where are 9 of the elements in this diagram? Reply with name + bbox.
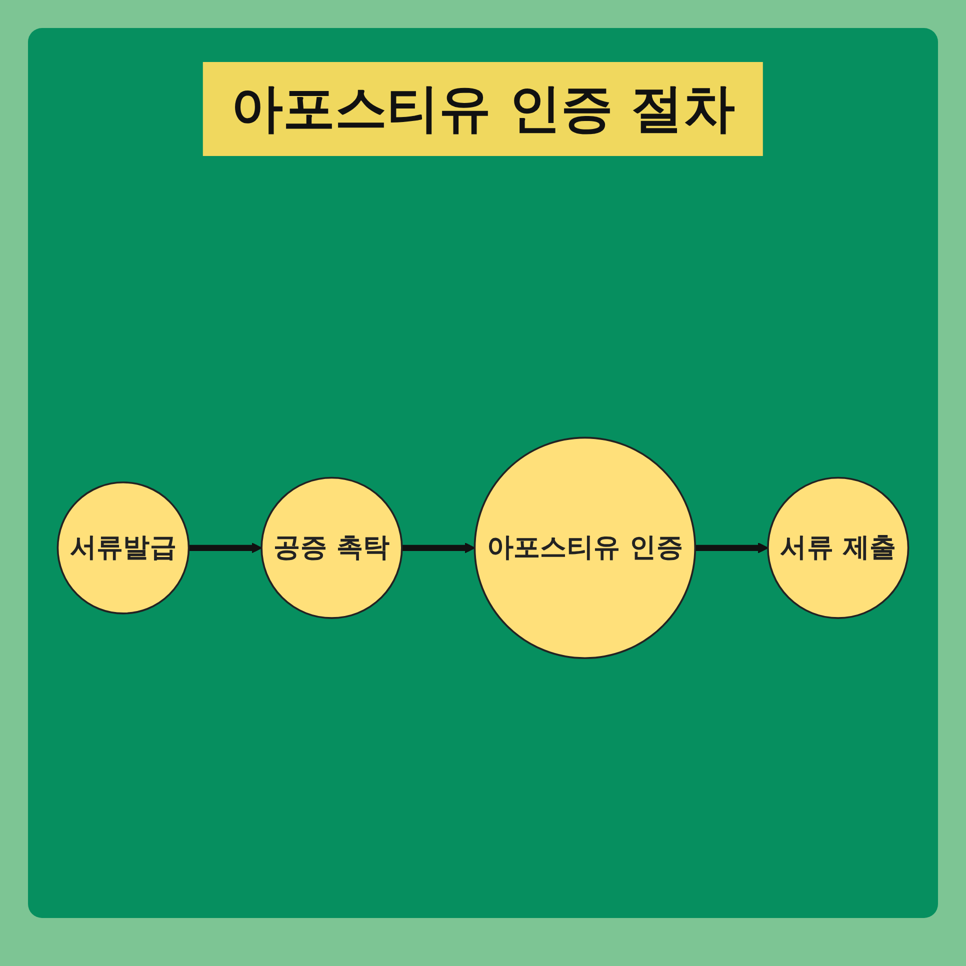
arrow [402,542,476,554]
node-circle [260,476,403,620]
arrow [695,542,768,554]
node-circle [56,482,190,614]
card-background: 아포스티유 인증 절차 서류발급 공증 촉탁 아포스티유 인증 서류 제출 [28,28,938,918]
node-circle [767,476,910,620]
title: 아포스티유 인증 절차 [202,62,764,156]
node-circle [474,436,696,660]
arrow [188,542,262,554]
